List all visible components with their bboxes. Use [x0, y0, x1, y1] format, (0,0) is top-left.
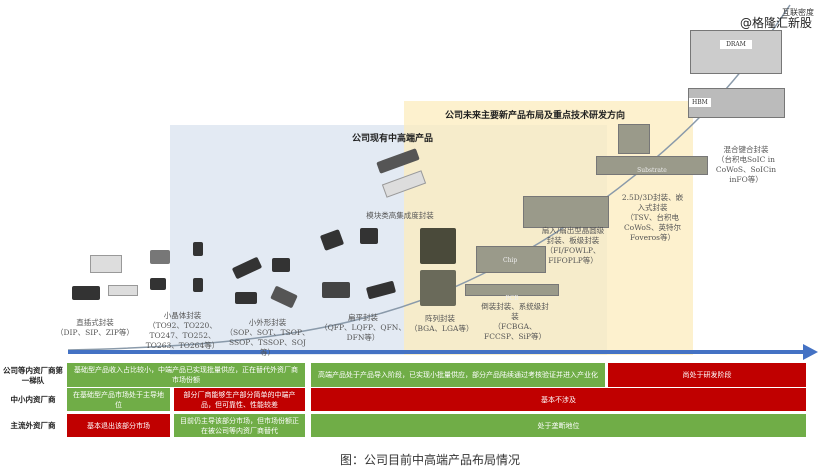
sop-chip-image	[235, 292, 257, 304]
table-cell: 部分厂商能够生产部分简单的中端产品，但可靠性、性能较差	[174, 388, 305, 411]
bga-image	[420, 228, 456, 264]
table-cell: 基本不涉及	[311, 388, 806, 411]
package-label-bga: 阵列封装（BGA、LGA等）	[410, 314, 474, 334]
table-cell: 在基础型产品市场处于主导地位	[67, 388, 170, 411]
substrate-label: Substrate	[637, 167, 667, 174]
package-label-3d: 2.5D/3D封装、嵌入式封装（TSV、台积电CoWoS、英特尔Foveros等…	[620, 193, 685, 243]
to-chip-image	[193, 242, 203, 256]
package-name: 扁平封装	[348, 313, 378, 322]
table-cell: 处于垄断地位	[311, 414, 806, 437]
package-detail: （TSV、台积电CoWoS、英特尔Foveros等）	[623, 213, 682, 242]
package-detail: （FI/FOWLP、FIFOPLP等）	[545, 246, 601, 265]
flip-chip-image: Chip	[476, 246, 546, 273]
package-name: 直插式封装	[76, 318, 114, 327]
axis-label: 互联密度	[782, 8, 814, 17]
package-name: 模块类高集成度封装	[366, 211, 434, 220]
package-name: 阵列封装	[425, 314, 455, 323]
substrate-image: Substrate	[596, 156, 708, 175]
lqfp-chip-image	[322, 282, 350, 298]
row-label: 公司等内资厂商第一梯队	[3, 366, 63, 385]
dram-label: DRAM	[720, 40, 752, 49]
table-cell: 高端产品处于产品导入阶段，已实现小批量供应，部分产品陆续通过考核验证并进入产业化	[311, 363, 605, 387]
dram-package-image: DRAM	[690, 30, 782, 74]
package-name: 扇入/扇出型晶圆级封装、板级封装	[541, 226, 605, 245]
package-label-sop: 小外形封装（SOP、SOT、TSOP、SSOP、TSSOP、SOJ等）	[225, 318, 310, 358]
package-detail: （SOP、SOT、TSOP、SSOP、TSSOP、SOJ等）	[225, 328, 310, 357]
package-label-hybrid: 混合键合封装（台积电SoIC in CoWoS、SoICin inFO等）	[712, 145, 780, 185]
table-cell: 尚处于研发阶段	[608, 363, 806, 387]
fowlp-image	[523, 196, 609, 228]
density-curve	[67, 4, 791, 351]
hbm-stack-image	[618, 124, 650, 154]
package-name: 混合键合封装	[723, 145, 769, 154]
package-label-flipchip: 倒装封装、系统级封装（FCBGA、FCCSP、SiP等）	[480, 302, 550, 342]
package-label-dip: 直插式封装（DIP、SIP、ZIP等）	[55, 318, 135, 338]
package-name: 2.5D/3D封装、嵌入式封装	[621, 193, 684, 212]
package-name: 倒装封装、系统级封装	[481, 302, 549, 321]
to-chip-image	[193, 278, 203, 292]
package-detail: （台积电SoIC in CoWoS、SoICin inFO等）	[715, 155, 777, 184]
dip-chip-image	[72, 286, 100, 300]
row-label: 主流外资厂商	[10, 420, 56, 430]
watermark: @格隆汇新股	[740, 16, 813, 30]
table-cell: 目前仍主导该部分市场，但市场份额正在被公司等内资厂商替代	[174, 414, 305, 437]
pcb-label: PCB	[505, 295, 519, 302]
pcb-image: PCB	[465, 284, 559, 302]
existing-region-title: 公司现有中高端产品	[352, 134, 434, 144]
sot-chip-image	[272, 258, 290, 272]
future-region-title: 公司未来主要新产品布局及重点技术研发方向	[445, 111, 626, 121]
package-detail: （DIP、SIP、ZIP等）	[56, 328, 134, 337]
chip-label: Chip	[503, 257, 518, 264]
package-name: 小外形封装	[248, 318, 287, 327]
package-detail: （BGA、LGA等）	[410, 324, 474, 333]
to-chip-image	[150, 278, 166, 290]
package-label-module: 模块类高集成度封装	[355, 211, 445, 221]
package-label-to: 小晶体封装（TO92、TO220、TO247、TO252、TO263、TO264…	[140, 311, 225, 351]
table-cell: 基本退出该部分市场	[67, 414, 170, 437]
row-label: 中小内资厂商	[10, 395, 56, 404]
lga-image	[420, 270, 456, 306]
progress-arrow-head	[803, 344, 818, 360]
package-name: 小晶体封装	[163, 311, 202, 320]
package-label-qfp: 扁平封装（QFP、LQFP、QFN、DFN等）	[318, 313, 408, 343]
hbm-label: HBM	[689, 98, 711, 107]
to-chip-image	[150, 250, 170, 264]
hybrid-bonding-image: HBM	[688, 88, 785, 118]
sip-chip-image	[108, 285, 138, 296]
package-detail: （TO92、TO220、TO247、TO252、TO263、TO264等）	[145, 321, 220, 350]
qfn-chip-image	[360, 228, 378, 244]
package-detail: （QFP、LQFP、QFN、DFN等）	[320, 323, 406, 342]
package-detail: （FCBGA、FCCSP、SiP等）	[484, 322, 546, 341]
package-label-wafer-level: 扇入/扇出型晶圆级封装、板级封装（FI/FOWLP、FIFOPLP等）	[538, 226, 608, 266]
figure-caption: 图：公司目前中高端产品布局情况	[340, 453, 521, 467]
table-cell: 基础型产品收入占比较小，中端产品已实现批量供应，正在替代外资厂商市场份额	[67, 363, 305, 387]
dip-chip-image	[90, 255, 122, 273]
